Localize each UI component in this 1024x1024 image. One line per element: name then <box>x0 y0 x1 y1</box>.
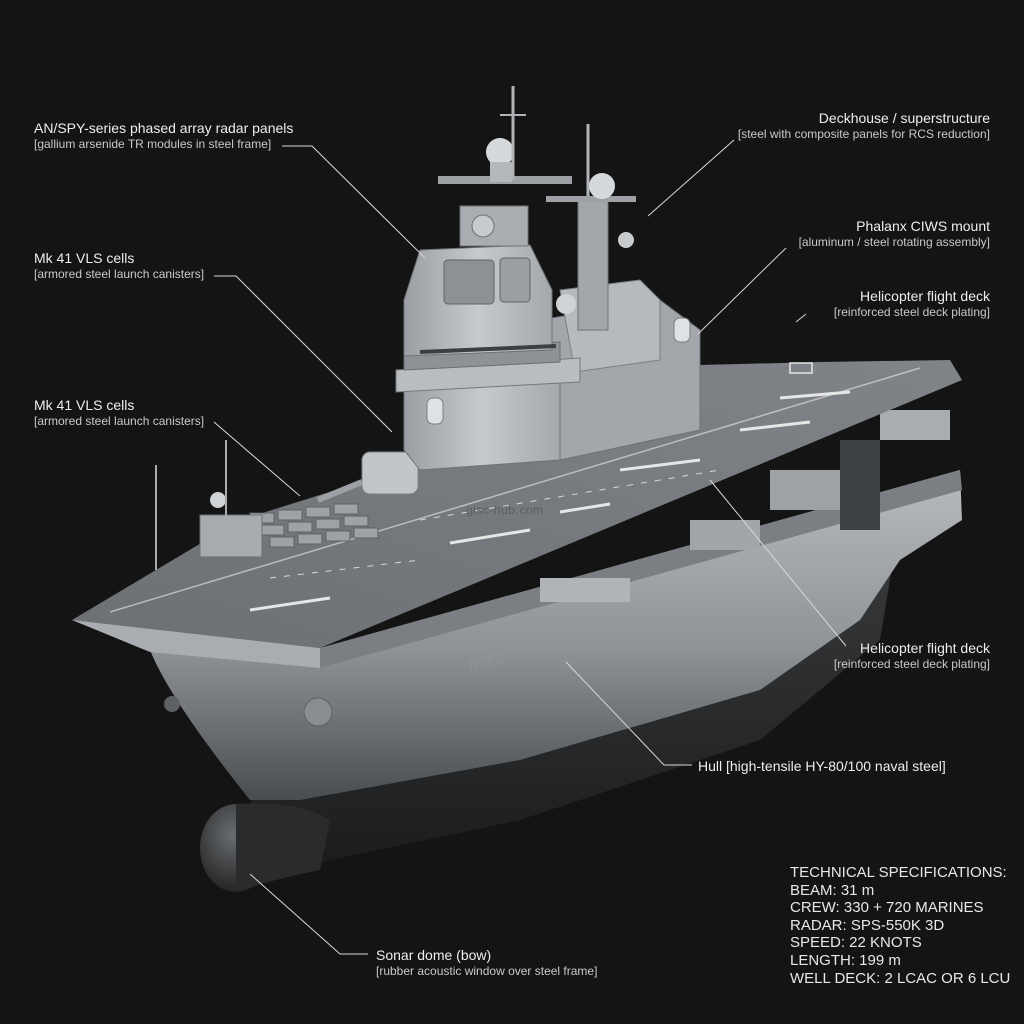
callout-sonar-detail: [rubber acoustic window over steel frame… <box>376 963 598 978</box>
callout-ciws: Phalanx CIWS mount [aluminum / steel rot… <box>799 218 990 249</box>
vls-cells <box>249 503 379 548</box>
callout-deckhouse-title: Deckhouse / superstructure <box>818 110 990 126</box>
callout-flight-deck-side-detail: [reinforced steel deck plating] <box>833 656 990 671</box>
callout-ciws-title: Phalanx CIWS mount <box>856 218 990 234</box>
spec-line: LENGTH: 199 m <box>790 951 901 969</box>
callout-vls-upper-title: Mk 41 VLS cells <box>34 250 135 266</box>
leader-radar <box>282 145 426 259</box>
forward-gun <box>316 451 419 503</box>
callout-ciws-detail: [aluminum / steel rotating assembly] <box>798 234 990 249</box>
callout-vls-lower-title: Mk 41 VLS cells <box>34 397 135 413</box>
spec-line: WELL DECK: 2 LCAC OR 6 LCU <box>790 969 1011 987</box>
callout-hull-title: Hull [high-tensile HY-80/100 naval steel… <box>698 758 946 774</box>
watermark: gisc-hub.com <box>466 503 544 517</box>
callout-vls-upper-detail: [armored steel launch canisters] <box>34 266 205 281</box>
callout-flight-deck-top-title: Helicopter flight deck <box>860 288 990 304</box>
leader-deckhouse <box>647 139 735 217</box>
callout-vls-lower-detail: [armored steel launch canisters] <box>34 413 205 428</box>
technical-specifications: TECHNICAL SPECIFICATIONS: BEAM: 31 m CRE… <box>790 864 1010 987</box>
callout-radar-detail: [gallium arsenide TR modules in steel fr… <box>34 136 272 151</box>
leader-lines <box>213 139 847 955</box>
callout-vls-lower: Mk 41 VLS cells [armored steel launch ca… <box>34 397 204 428</box>
callout-deckhouse-detail: [steel with composite panels for RCS red… <box>737 126 990 141</box>
callout-flight-deck-top: Helicopter flight deck [reinforced steel… <box>834 288 990 319</box>
callout-radar: AN/SPY-series phased array radar panels … <box>34 120 293 151</box>
hull <box>72 410 962 800</box>
leader-vls1 <box>214 275 393 433</box>
leader-flightdeck-top <box>795 313 807 323</box>
hull-number: 6112 <box>467 650 504 674</box>
superstructure <box>395 86 701 471</box>
callout-hull: Hull [high-tensile HY-80/100 naval steel… <box>698 758 946 775</box>
leader-sonar <box>249 873 368 955</box>
spec-line: CREW: 330 + 720 MARINES <box>790 899 984 917</box>
callout-sonar: Sonar dome (bow) [rubber acoustic window… <box>376 947 597 978</box>
callout-sonar-title: Sonar dome (bow) <box>376 947 492 963</box>
lower-hull <box>250 520 900 880</box>
specs-heading: TECHNICAL SPECIFICATIONS: <box>790 864 1007 881</box>
flight-deck <box>72 360 962 648</box>
spec-line: SPEED: 22 KNOTS <box>790 934 922 952</box>
callout-radar-title: AN/SPY-series phased array radar panels <box>34 120 294 136</box>
leader-vls2 <box>213 421 301 497</box>
bow-mast <box>155 440 263 570</box>
callout-vls-upper: Mk 41 VLS cells [armored steel launch ca… <box>34 250 204 281</box>
leader-ciws <box>697 247 787 335</box>
sonar-dome <box>200 803 330 892</box>
leader-flightdeck-side <box>709 479 847 647</box>
spec-line: BEAM: 31 m <box>790 881 875 899</box>
callout-flight-deck-top-detail: [reinforced steel deck plating] <box>833 304 990 319</box>
callout-flight-deck-side-title: Helicopter flight deck <box>860 640 990 656</box>
leader-hull <box>565 661 692 766</box>
callout-deckhouse: Deckhouse / superstructure [steel with c… <box>738 110 990 141</box>
spec-line: RADAR: SPS-550K 3D <box>790 916 945 934</box>
callout-flight-deck-side: Helicopter flight deck [reinforced steel… <box>834 640 990 671</box>
